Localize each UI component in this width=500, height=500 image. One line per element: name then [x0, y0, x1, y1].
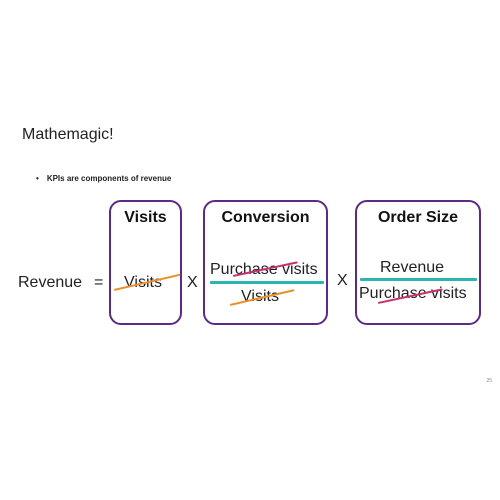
bullet-text: KPIs are components of revenue [46, 174, 172, 183]
equals-sign: = [94, 274, 104, 291]
bullet-dot-icon: • [36, 174, 39, 183]
conversion-box [203, 200, 328, 325]
order-size-numerator: Revenue [380, 259, 445, 276]
revenue-label: Revenue [18, 274, 83, 291]
slide-title: Mathemagic! [22, 126, 114, 143]
conversion-fraction-bar [210, 281, 324, 284]
visits-box [109, 200, 182, 325]
multiply-sign-2: X [337, 272, 348, 289]
bullet-item: • KPIs are components of revenue [36, 174, 171, 183]
multiply-sign-1: X [187, 274, 198, 291]
order-size-box [355, 200, 481, 325]
visits-heading: Visits [124, 209, 167, 226]
order-size-fraction-bar [360, 278, 477, 281]
page-number: 25 [486, 378, 492, 384]
conversion-heading: Conversion [221, 209, 310, 226]
order-size-heading: Order Size [377, 209, 459, 226]
